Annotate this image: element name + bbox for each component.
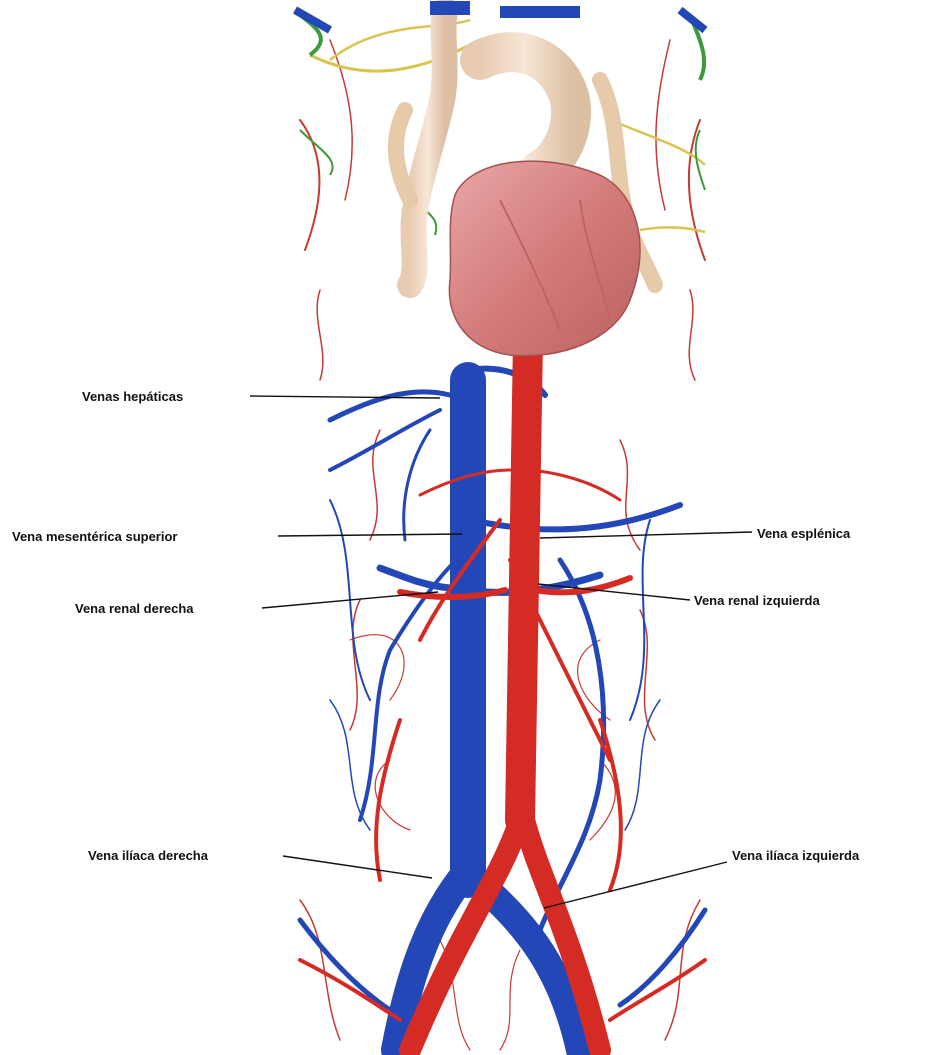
label-left-renal-vein: Vena renal izquierda [694, 593, 820, 608]
label-superior-mesenteric-vein: Vena mesentérica superior [12, 529, 177, 544]
label-right-renal-vein: Vena renal derecha [75, 601, 194, 616]
label-left-iliac-vein: Vena ilíaca izquierda [732, 848, 860, 863]
leader-right-iliac-vein [283, 856, 432, 878]
label-right-iliac-vein: Vena ilíaca derecha [88, 848, 209, 863]
labels: Venas hepáticas Vena mesentérica superio… [12, 389, 860, 863]
heart [449, 161, 640, 356]
leader-superior-mesenteric-vein [278, 534, 462, 536]
leader-lines [250, 396, 752, 908]
label-splenic-vein: Vena esplénica [757, 526, 851, 541]
label-hepatic-veins: Venas hepáticas [82, 389, 183, 404]
leader-hepatic-veins [250, 396, 440, 398]
